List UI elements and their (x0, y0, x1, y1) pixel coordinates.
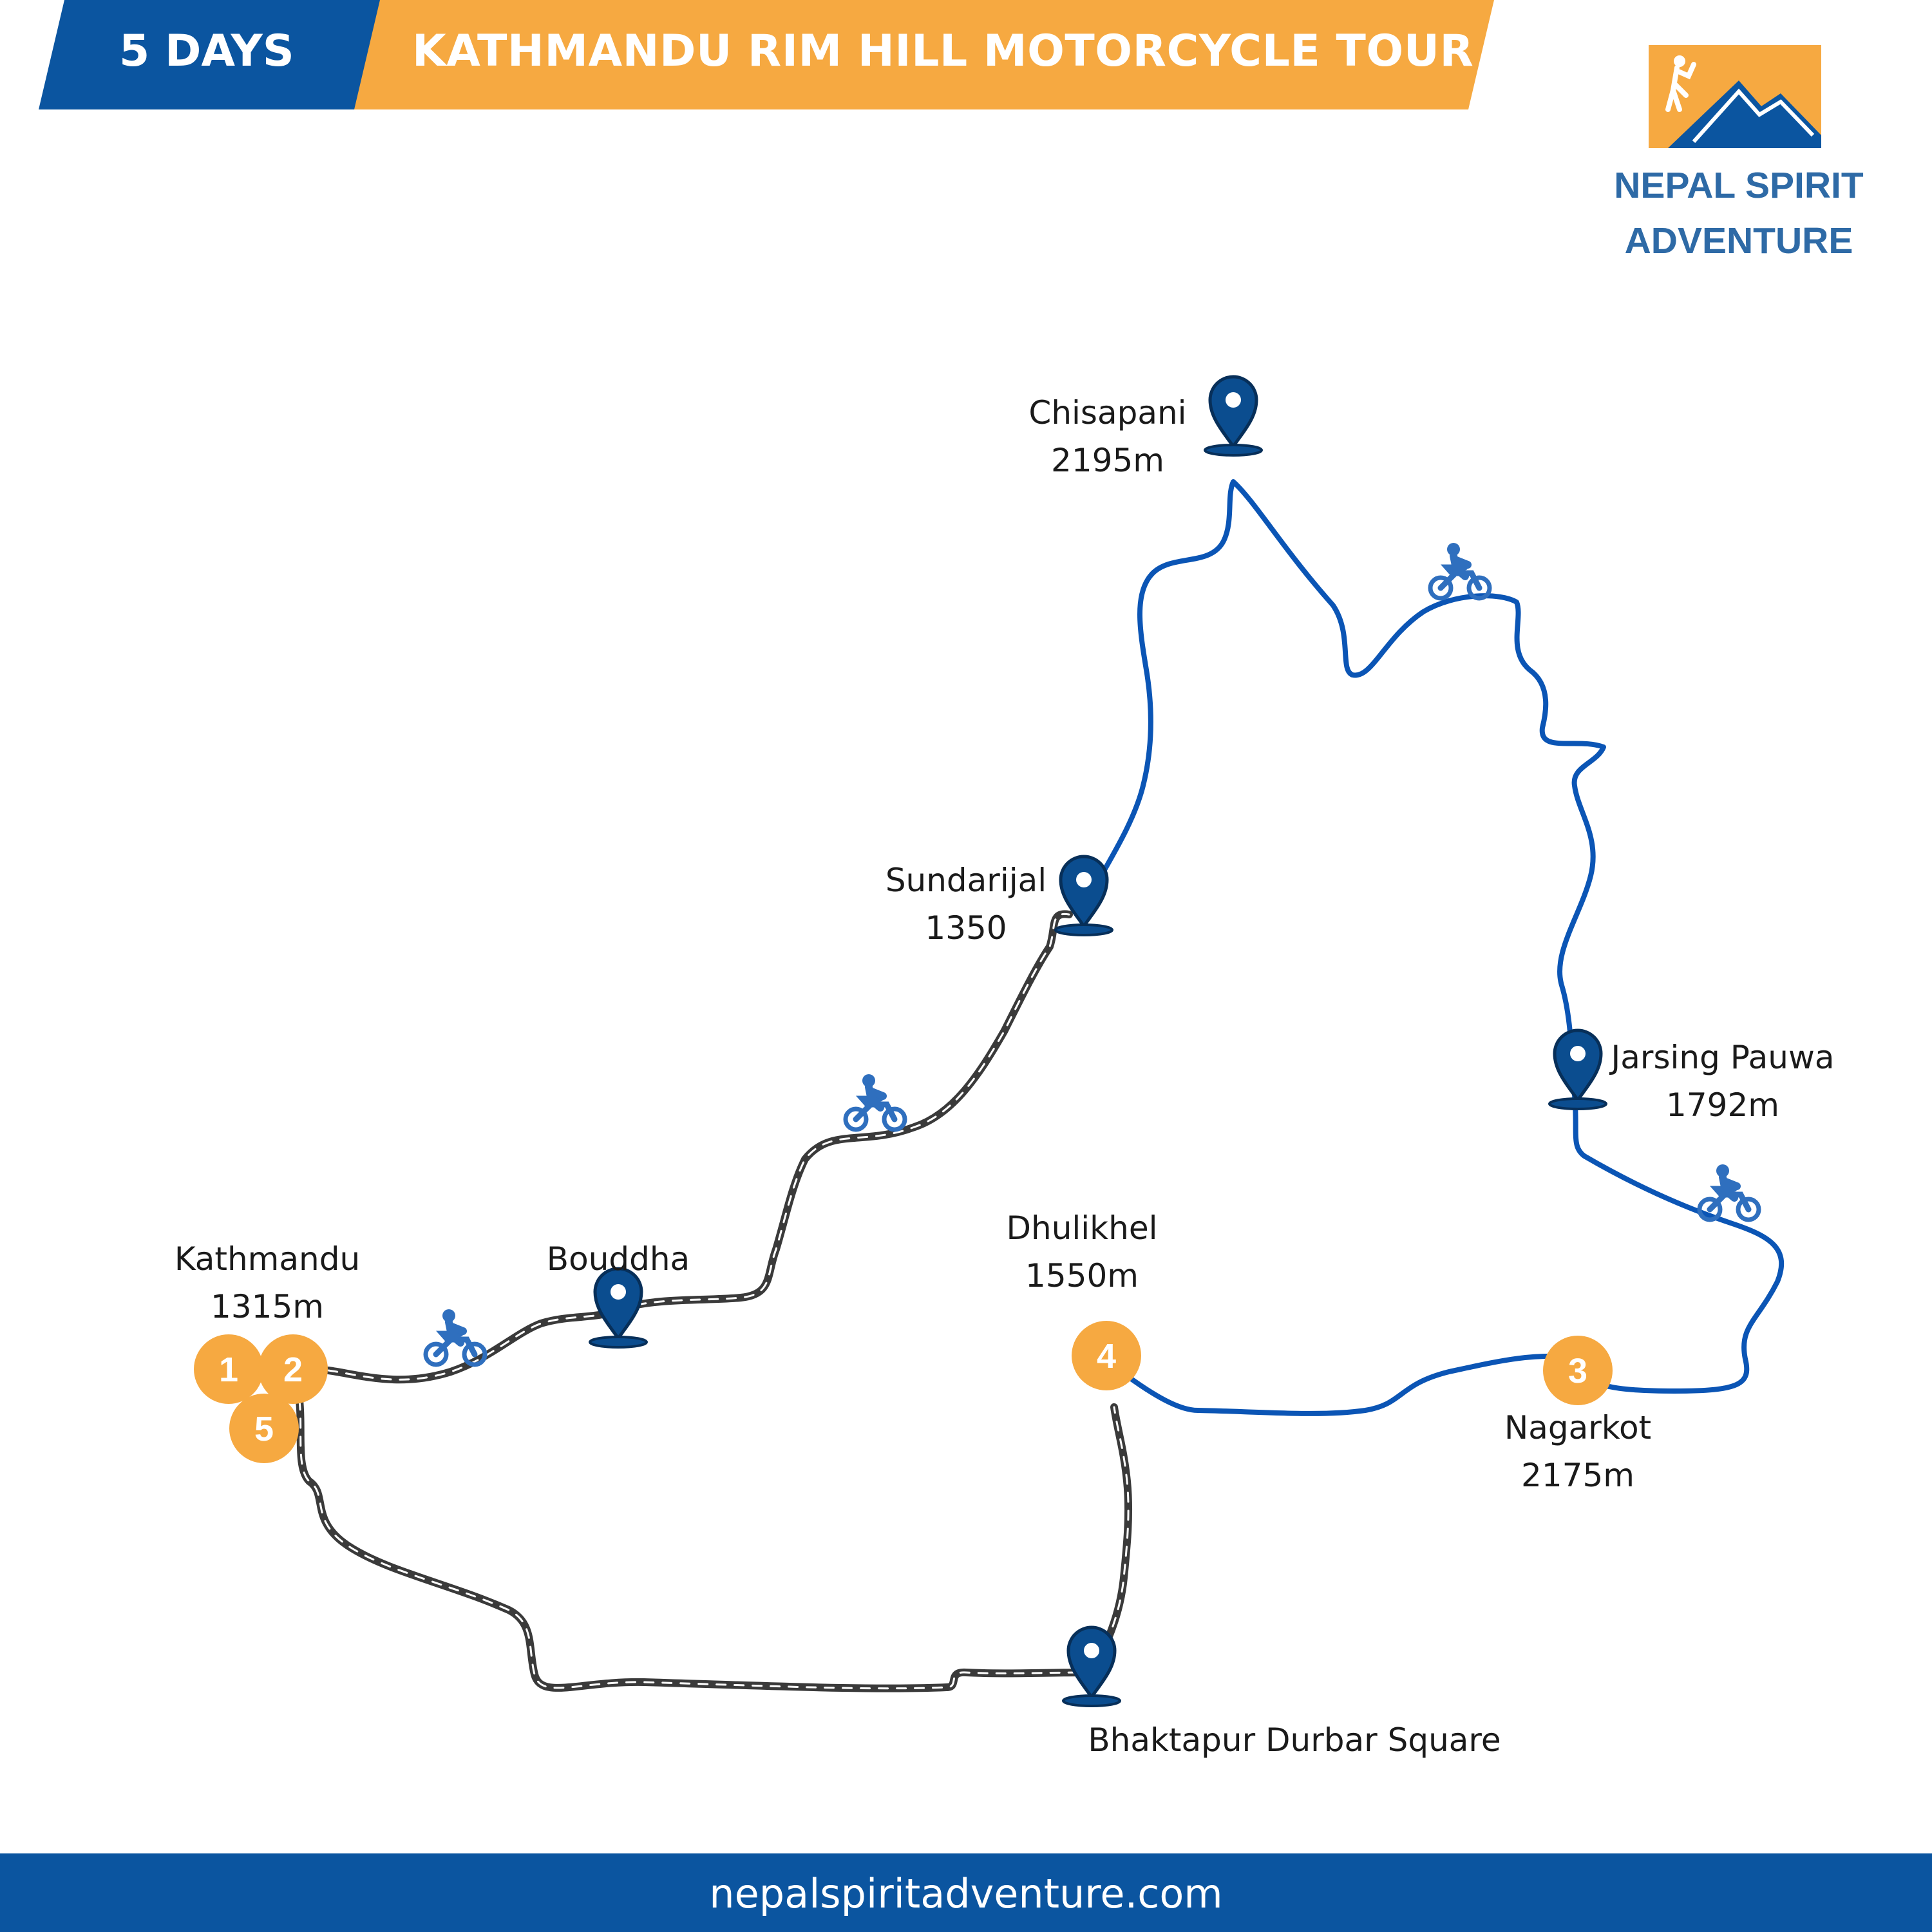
label-dhulikhel: Dhulikhel 1550m (985, 1204, 1179, 1300)
place-elevation: 1315m (211, 1288, 324, 1325)
logo-line-2: ADVENTURE (1624, 220, 1853, 261)
day-marker-1: 1 (194, 1334, 263, 1404)
place-name: Dhulikhel (1006, 1209, 1158, 1247)
place-name: Nagarkot (1504, 1409, 1652, 1446)
label-jarsing-pauwa: Jarsing Pauwa 1792m (1594, 1034, 1852, 1129)
hiker-mountain-logo-icon (1665, 55, 1821, 148)
motorcycle-icon (1700, 1164, 1759, 1220)
place-name: Bhaktapur Durbar Square (1088, 1721, 1501, 1759)
day-number: 4 (1097, 1337, 1116, 1376)
place-elevation: 2195m (1051, 442, 1164, 479)
logo-line-1: NEPAL SPIRIT (1614, 165, 1864, 206)
place-name: Sundarijal (885, 862, 1047, 899)
map-pin-icon (1056, 857, 1112, 935)
day-number: 5 (254, 1410, 274, 1448)
place-elevation: 1550m (1025, 1257, 1139, 1294)
day-number: 2 (283, 1350, 303, 1389)
day-marker-4: 4 (1072, 1321, 1141, 1390)
tour-title: KATHMANDU RIM HILL MOTORCYCLE TOUR (412, 26, 1474, 77)
logo-text: NEPAL SPIRIT ADVENTURE (1597, 158, 1880, 269)
map-pin-icon (1205, 377, 1262, 455)
footer-bar: nepalspiritadventure.com (0, 1853, 1932, 1932)
label-nagarkot: Nagarkot 2175m (1481, 1404, 1674, 1499)
website-url: nepalspiritadventure.com (709, 1870, 1223, 1917)
day-number: 3 (1568, 1352, 1587, 1390)
label-sundarijal: Sundarijal 1350 (869, 857, 1063, 952)
day-marker-3: 3 (1543, 1336, 1613, 1405)
place-name: Bouddha (546, 1240, 690, 1278)
title-banner: 5 DAYS KATHMANDU RIM HILL MOTORCYCLE TOU… (0, 0, 1932, 113)
company-logo: NEPAL SPIRIT ADVENTURE (1597, 45, 1880, 264)
map-pin-icon (1063, 1627, 1120, 1706)
place-elevation: 1350 (925, 909, 1007, 947)
tour-title-bar: KATHMANDU RIM HILL MOTORCYCLE TOUR (354, 0, 1494, 109)
place-elevation: 2175m (1521, 1457, 1634, 1494)
motorcycle-icon (1430, 543, 1490, 598)
label-bouddha: Bouddha (522, 1235, 715, 1283)
motorcycle-icon (426, 1309, 485, 1365)
day-marker-5: 5 (229, 1394, 299, 1463)
days-text: 5 DAYS (119, 26, 294, 77)
place-name: Jarsing Pauwa (1611, 1039, 1835, 1076)
blue-trail-route (1086, 479, 1785, 1416)
place-elevation: 1792m (1666, 1086, 1779, 1124)
days-badge: 5 DAYS (39, 0, 386, 109)
place-name: Kathmandu (174, 1240, 361, 1278)
day-marker-2: 2 (258, 1334, 328, 1404)
label-bhaktapur: Bhaktapur Durbar Square (1075, 1716, 1513, 1764)
logo-mark (1649, 45, 1821, 148)
motorcycle-icon (846, 1074, 905, 1130)
day-number: 1 (219, 1350, 238, 1389)
gray-road-route (296, 910, 1133, 1692)
label-kathmandu: Kathmandu 1315m (164, 1235, 370, 1331)
place-name: Chisapani (1028, 394, 1187, 431)
label-chisapani: Chisapani 2195m (1011, 389, 1204, 484)
